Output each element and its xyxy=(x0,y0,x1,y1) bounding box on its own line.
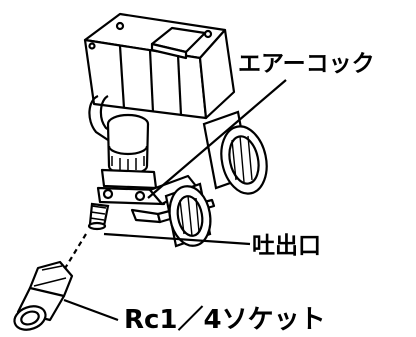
side-pipe xyxy=(88,94,117,141)
label-socket: Rc1／4ソケット xyxy=(124,305,326,335)
regulator-cylinder xyxy=(106,113,150,176)
socket-fitting xyxy=(13,260,74,331)
connection-dashed-line xyxy=(63,233,87,271)
outlet-nozzle xyxy=(87,202,110,231)
label-outlet: 吐出口 xyxy=(252,233,321,259)
valve-block xyxy=(96,168,198,206)
leader-outlet xyxy=(103,232,251,246)
leader-lines xyxy=(63,79,287,322)
cylinder-port-upper xyxy=(202,110,268,195)
compressor-body xyxy=(83,12,236,120)
leader-socket xyxy=(63,298,119,322)
leader-air-cock xyxy=(147,79,287,199)
cylinder-port-lower xyxy=(164,182,212,248)
label-air-cock: エアーコック xyxy=(238,51,375,77)
